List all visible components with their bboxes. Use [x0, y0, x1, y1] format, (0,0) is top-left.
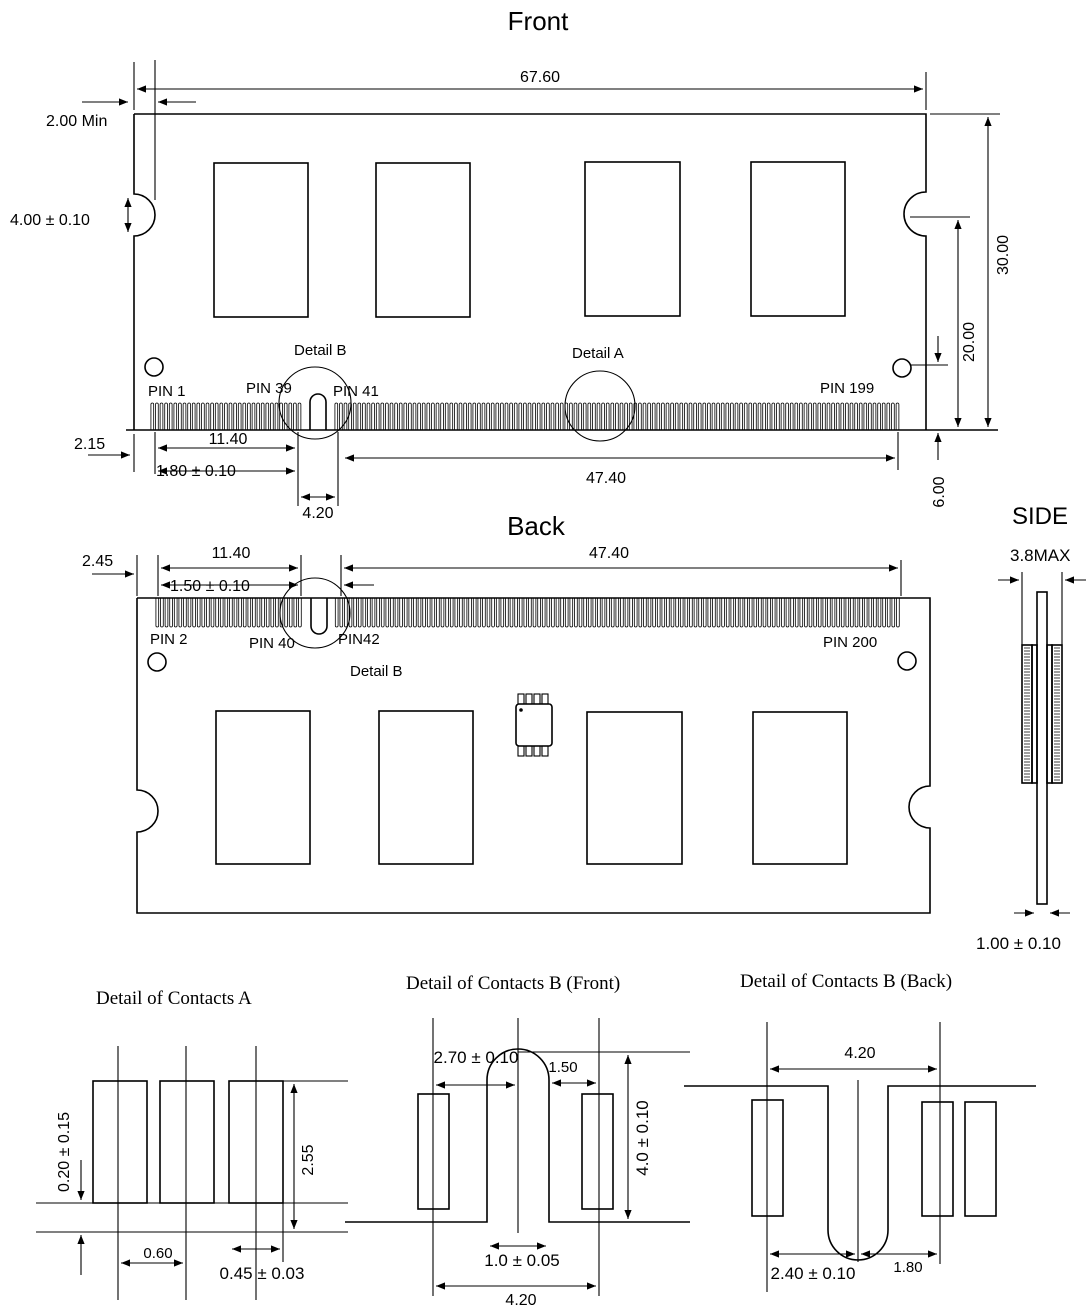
front-hole-right	[892, 358, 912, 378]
front-detail-a-circle	[564, 370, 636, 442]
detail-b-back-gap-label: 1.80	[893, 1259, 922, 1276]
front-min-label: 2.00 Min	[46, 113, 107, 130]
detail-b-back-contact-far	[964, 1101, 997, 1217]
detail-b-back-span-label: 4.20	[844, 1045, 875, 1062]
side-thickness-label: 1.00 ± 0.10	[976, 934, 1061, 953]
detail-a-title: Detail of Contacts A	[96, 988, 252, 1009]
front-chip-2	[375, 162, 471, 318]
detail-a-height-label: 2.55	[300, 1144, 317, 1175]
front-pin1-label: PIN 1	[148, 383, 186, 400]
back-chip-1	[215, 710, 311, 865]
side-view: 3.8MAX 1.00 ± 0.10	[976, 546, 1086, 953]
back-key-notch	[310, 598, 328, 635]
back-board-outline	[136, 597, 931, 914]
detail-a-pitch-label: 0.60	[143, 1245, 172, 1262]
front-edge-label: 2.15	[74, 436, 105, 453]
back-pin40-label: PIN 40	[249, 635, 295, 652]
side-chip-hatching	[1024, 647, 1060, 781]
detail-b-back-title: Detail of Contacts B (Back)	[740, 971, 952, 992]
detail-b-front-span-label: 4.20	[505, 1292, 536, 1306]
front-key-dist-label: 11.40	[209, 431, 248, 448]
front-hole-left	[144, 357, 164, 377]
front-key-notch	[309, 393, 327, 430]
front-detail-b-circle	[278, 366, 352, 440]
front-key-offset-label: 1.80 ± 0.10	[156, 463, 236, 480]
front-height-label: 30.00	[995, 235, 1012, 275]
front-detail-b-label: Detail B	[294, 342, 347, 359]
front-view: 67.60 2.00 Min 4.00 ± 0.10 30.00 20.00 6…	[10, 60, 1012, 522]
front-chip-1	[213, 162, 309, 318]
back-detail-b-label: Detail B	[350, 663, 403, 680]
detail-b-front-gap-label: 1.50	[548, 1059, 577, 1076]
side-pcb	[1036, 591, 1048, 905]
detail-b-front-height-label: 4.0 ± 0.10	[633, 1100, 652, 1176]
front-main-span-label: 47.40	[586, 470, 626, 487]
front-pin39-label: PIN 39	[246, 380, 292, 397]
side-heading: SIDE	[1012, 503, 1068, 530]
detail-b-front-key-width-label: 1.0 ± 0.05	[484, 1251, 560, 1270]
front-notch-height-label: 20.00	[961, 322, 978, 362]
back-chip-2	[378, 710, 474, 865]
detail-b-back-key	[684, 1085, 1036, 1261]
detail-b-back-contact-left	[751, 1099, 784, 1217]
front-chip-4	[750, 161, 846, 317]
front-contact-strip	[150, 402, 900, 430]
detail-b-front-contact-left	[417, 1093, 450, 1210]
back-key-dist-label: 11.40	[212, 545, 251, 562]
detail-b-front-title: Detail of Contacts B (Front)	[406, 973, 620, 994]
side-max-label: 3.8MAX	[1010, 546, 1070, 565]
front-key-width-label: 4.20	[302, 505, 333, 522]
detail-a-contact-1	[92, 1080, 148, 1204]
back-heading: Back	[507, 511, 566, 541]
back-pin2-label: PIN 2	[150, 631, 188, 648]
front-pin41-label: PIN 41	[333, 383, 379, 400]
back-spd-chip	[515, 693, 553, 757]
detail-a-gap-label: 0.20 ± 0.15	[56, 1112, 73, 1192]
detail-b-back-offset-label: 2.40 ± 0.10	[771, 1264, 856, 1283]
detail-contacts-b-front: Detail of Contacts B (Front) 2.70 ± 0.10…	[345, 973, 690, 1306]
back-hole-right	[897, 651, 917, 671]
front-heading: Front	[508, 6, 569, 36]
back-view: 2.45 11.40 1.50 ± 0.10 47.40 PIN 2 PIN 4…	[82, 545, 931, 914]
detail-b-front-key	[345, 1048, 690, 1223]
detail-b-back-contact-right	[921, 1101, 954, 1217]
back-contact-strip	[155, 598, 900, 628]
back-edge-label: 2.45	[82, 553, 113, 570]
back-detail-b-circle	[279, 577, 351, 649]
detail-a-width-label: 0.45 ± 0.03	[220, 1264, 305, 1283]
front-detail-a-label: Detail A	[572, 345, 624, 362]
back-hole-left	[147, 652, 167, 672]
back-pin42-label: PIN42	[338, 631, 380, 648]
contact-pins	[150, 402, 900, 430]
front-board-outline	[133, 113, 927, 430]
front-width-label: 67.60	[520, 69, 560, 86]
front-contact-height-label: 6.00	[931, 476, 948, 507]
detail-contacts-b-back: Detail of Contacts B (Back) 4.20 2.40 ± …	[684, 971, 1036, 1292]
back-chip-4	[752, 711, 848, 865]
back-pin200-label: PIN 200	[823, 634, 877, 651]
back-key-offset-label: 1.50 ± 0.10	[170, 578, 250, 595]
front-chip-3	[584, 161, 681, 317]
detail-b-front-offset-label: 2.70 ± 0.10	[434, 1048, 519, 1067]
front-hole-label: 4.00 ± 0.10	[10, 212, 90, 229]
back-main-span-label: 47.40	[589, 545, 629, 562]
contact-pins	[155, 598, 900, 628]
detail-contacts-a: Detail of Contacts A 0.20 ± 0.15 2.55 0.…	[36, 988, 348, 1300]
front-pin199-label: PIN 199	[820, 380, 874, 397]
detail-a-contact-2	[159, 1080, 215, 1204]
detail-b-front-contact-right	[581, 1093, 614, 1210]
back-chip-3	[586, 711, 683, 865]
